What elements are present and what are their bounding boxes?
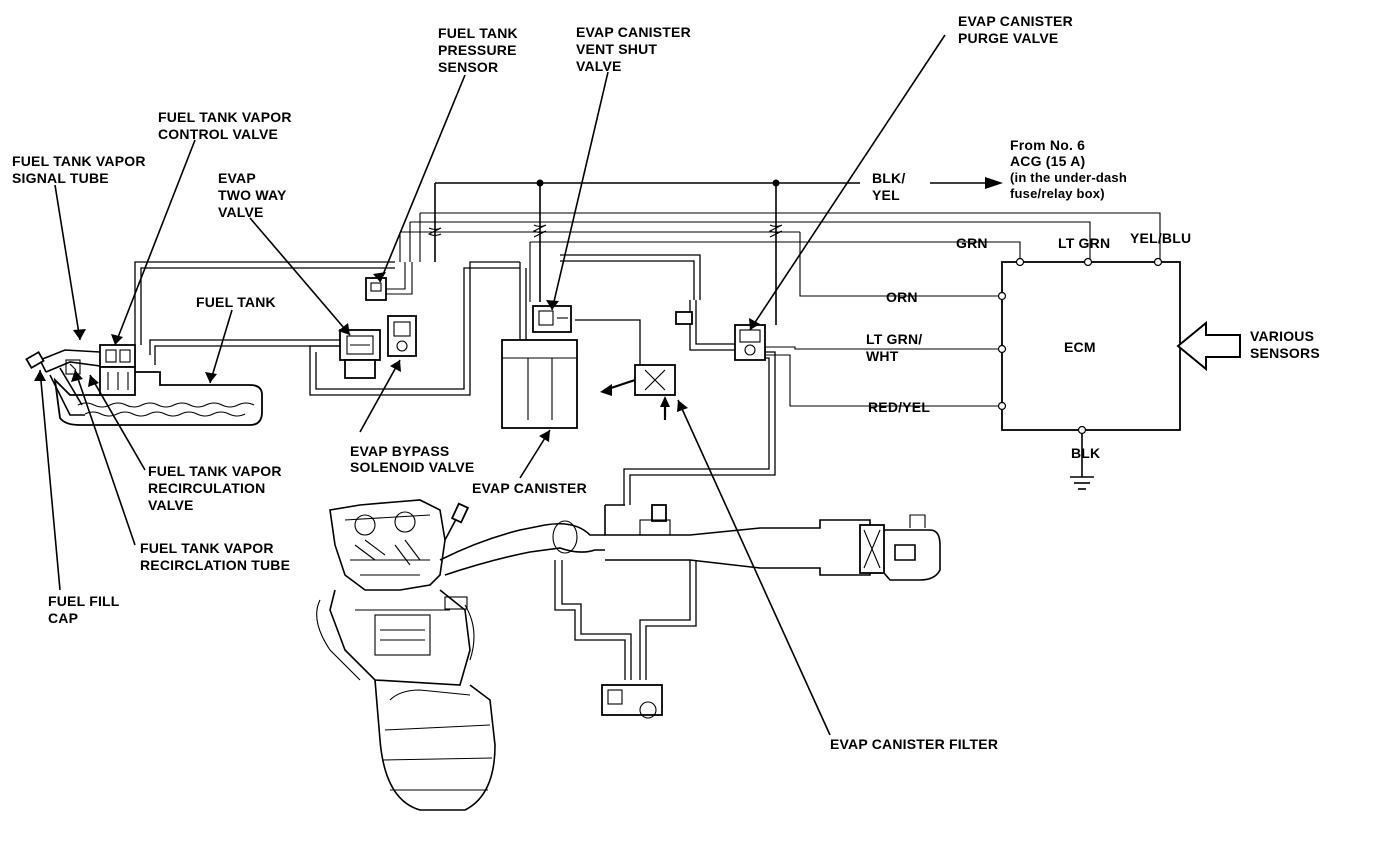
vapor-hoses	[134, 254, 776, 505]
label-fuel-fill-cap: FUEL FILL CAP	[48, 593, 123, 626]
label-ecm: ECM	[1064, 339, 1096, 355]
label-evap-canister: EVAP CANISTER	[472, 480, 587, 496]
fuel-tank-vapor-control-valve	[99, 344, 136, 396]
ecm-box	[997, 257, 1181, 435]
label-evap-canister-filter: EVAP CANISTER FILTER	[830, 736, 998, 752]
label-fuel-tank-vapor-signal-tube: FUEL TANK VAPOR SIGNAL TUBE	[12, 153, 150, 186]
evap-canister-purge-valve	[675, 311, 766, 361]
label-fuel-tank-vapor-recirclation-tube: FUEL TANK VAPOR RECIRCLATION TUBE	[140, 540, 290, 573]
label-various-sensors: VARIOUS SENSORS	[1250, 328, 1320, 361]
fuel-tank	[53, 371, 263, 426]
label-fuel-tank: FUEL TANK	[196, 294, 276, 310]
various-sensors-arrow-icon	[1176, 320, 1241, 372]
label-grn: GRN	[956, 235, 988, 251]
label-lt-grn-wht: LT GRN/ WHT	[866, 331, 926, 364]
label-blk: BLK	[1071, 445, 1100, 461]
label-yel-blu: YEL/BLU	[1130, 230, 1191, 246]
fuel-tank-pressure-sensor	[365, 262, 413, 301]
evap-two-way-valve	[339, 329, 381, 379]
evap-canister	[501, 339, 578, 429]
fuel-filler-neck	[25, 349, 101, 416]
power-arrow-icon	[985, 177, 1003, 189]
label-evap-canister-vent-shut-valve: EVAP CANISTER VENT SHUT VALVE	[576, 24, 695, 74]
label-evap-bypass-solenoid-valve: EVAP BYPASS SOLENOID VALVE	[350, 443, 474, 475]
label-lt-grn: LT GRN	[1058, 235, 1110, 251]
label-fuel-tank-vapor-control-valve: FUEL TANK VAPOR CONTROL VALVE	[158, 109, 296, 142]
evap-bypass-solenoid-valve	[387, 315, 417, 357]
label-fuel-tank-vapor-recirculation-valve: FUEL TANK VAPOR RECIRCULATION VALVE	[148, 463, 286, 513]
label-orn: ORN	[886, 289, 918, 305]
labels: FUEL TANK PRESSURE SENSOR EVAP CANISTER …	[12, 13, 1320, 752]
evap-canister-filter	[600, 364, 676, 420]
fuel-fill-cap-icon	[25, 350, 45, 370]
label-blk-yel: BLK/ YEL	[872, 170, 910, 203]
label-red-yel: RED/YEL	[868, 399, 930, 415]
engine-illustration	[316, 499, 941, 811]
label-power-source: From No. 6 ACG (15 A) (in the under-dash…	[1010, 137, 1131, 201]
label-evap-two-way-valve: EVAP TWO WAY VALVE	[218, 170, 290, 220]
label-evap-canister-purge-valve: EVAP CANISTER PURGE VALVE	[958, 13, 1077, 46]
label-fuel-tank-pressure-sensor: FUEL TANK PRESSURE SENSOR	[438, 25, 522, 75]
wiring	[399, 177, 1161, 490]
leader-lines	[34, 34, 946, 736]
